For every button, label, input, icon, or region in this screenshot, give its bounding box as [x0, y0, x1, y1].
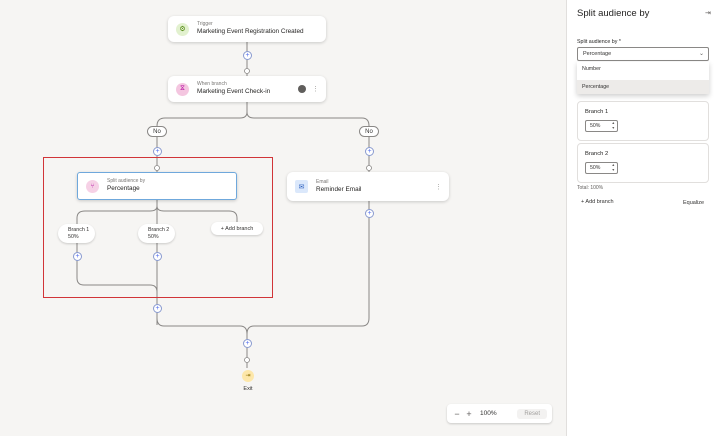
split-icon: ⑂	[86, 179, 99, 193]
branch-2-label: Branch 2	[148, 227, 170, 233]
branch-2-percent-value: 50%	[590, 165, 601, 171]
branch-1-percent-input[interactable]: 50% ▲▼	[585, 120, 618, 132]
add-step-button[interactable]: +	[365, 209, 374, 218]
no-label-right[interactable]: No	[359, 126, 379, 137]
branch-2-node[interactable]: Branch 2 50%	[138, 224, 175, 243]
email-name: Reminder Email	[316, 185, 362, 193]
exit-icon: ⇥	[242, 370, 254, 382]
trigger-icon: ⚙	[176, 22, 189, 36]
branch-1-percent-value: 50%	[590, 123, 601, 129]
add-branch-button[interactable]: + Add branch	[211, 222, 263, 235]
split-by-value: Percentage	[583, 51, 612, 57]
wait-name: Marketing Event Check-in	[197, 88, 271, 96]
add-step-button[interactable]: +	[153, 252, 162, 261]
spinner-arrows-icon[interactable]: ▲▼	[611, 163, 615, 172]
split-by-label: Split audience by *	[577, 39, 621, 45]
reset-button[interactable]: Reset	[517, 408, 547, 419]
more-options-icon[interactable]: ⋮	[435, 183, 442, 191]
add-step-button[interactable]: +	[153, 304, 162, 313]
add-step-button[interactable]: +	[243, 339, 252, 348]
branch-1-settings: Branch 1 50% ▲▼	[577, 101, 709, 141]
split-name: Percentage	[107, 185, 140, 193]
hourglass-icon: ⧖	[176, 82, 189, 96]
add-step-button[interactable]: +	[365, 147, 374, 156]
branch-1-node[interactable]: Branch 1 50%	[58, 224, 95, 243]
split-audience-node[interactable]: ⑂ Split audience by Percentage	[77, 172, 237, 200]
zoom-out-button[interactable]: −	[454, 408, 460, 419]
email-kind: Email	[316, 178, 329, 185]
split-by-dropdown[interactable]: Percentage ⌄	[577, 47, 709, 61]
add-step-button[interactable]: +	[73, 252, 82, 261]
trigger-node[interactable]: ⚙ Trigger Marketing Event Registration C…	[168, 16, 326, 42]
branch-1-title: Branch 1	[585, 109, 609, 115]
exit-label: Exit	[243, 386, 253, 392]
more-options-icon[interactable]: ⋮	[312, 86, 319, 93]
selection-highlight	[43, 157, 273, 298]
wait-kind: When branch	[197, 81, 227, 88]
panel-title: Split audience by	[577, 8, 650, 19]
wait-branch-node[interactable]: ⧖ When branch Marketing Event Check-in ⋮	[168, 76, 326, 102]
branch-2-percent-input[interactable]: 50% ▲▼	[585, 162, 618, 174]
trigger-kind: Trigger	[197, 21, 213, 28]
branch-2-percent: 50%	[148, 233, 159, 240]
status-dot-icon	[298, 85, 306, 93]
option-number[interactable]: Number	[582, 66, 601, 72]
branch-2-settings: Branch 2 50% ▲▼	[577, 143, 709, 183]
option-percentage[interactable]: Percentage	[577, 80, 709, 94]
email-icon: ✉	[295, 180, 308, 193]
no-label-left[interactable]: No	[147, 126, 167, 137]
chevron-down-icon: ⌄	[698, 51, 704, 57]
zoom-controls: − + 100% Reset	[447, 404, 552, 423]
spinner-arrows-icon[interactable]: ▲▼	[611, 121, 615, 130]
split-by-options: Number Percentage	[577, 62, 709, 94]
branch-2-title: Branch 2	[585, 151, 609, 157]
collapse-panel-icon[interactable]: ⇥	[705, 10, 711, 17]
split-kind: Split audience by	[107, 178, 146, 185]
trigger-name: Marketing Event Registration Created	[197, 28, 304, 36]
panel-add-branch-button[interactable]: + Add branch	[581, 199, 614, 205]
journey-canvas[interactable]: ⚙ Trigger Marketing Event Registration C…	[0, 0, 565, 436]
branch-1-label: Branch 1	[68, 227, 90, 233]
add-step-button[interactable]: +	[243, 51, 252, 60]
properties-panel: Split audience by ⇥ Split audience by * …	[566, 0, 720, 436]
total-percentage: Total: 100%	[577, 185, 604, 191]
zoom-level: 100%	[480, 410, 497, 417]
branch-1-percent: 50%	[68, 233, 79, 240]
add-step-button[interactable]: +	[153, 147, 162, 156]
email-node[interactable]: ✉ Email Reminder Email ⋮	[287, 172, 449, 201]
zoom-in-button[interactable]: +	[466, 408, 472, 419]
equalize-button[interactable]: Equalize	[683, 200, 705, 206]
